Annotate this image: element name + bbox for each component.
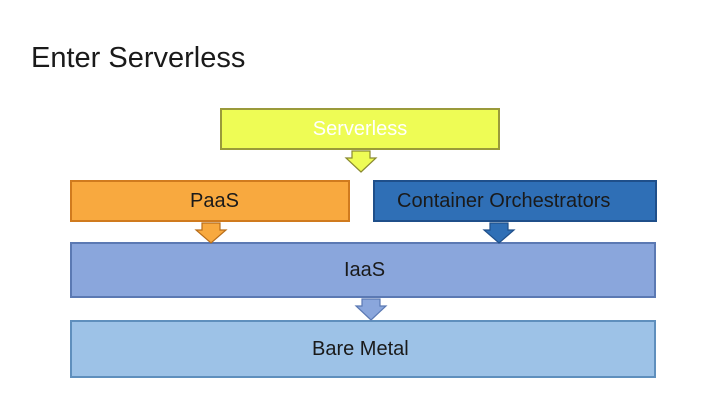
iaas-down-arrow-icon — [354, 298, 388, 321]
bare-metal-box: Bare Metal — [70, 320, 656, 378]
paas-down-arrow-icon — [194, 222, 228, 244]
slide-title: Enter Serverless — [31, 42, 246, 74]
paas-label: PaaS — [190, 190, 239, 212]
bare-metal-label: Bare Metal — [312, 338, 409, 360]
container-orchestrators-label: Container Orchestrators — [397, 190, 611, 212]
container-down-arrow-icon — [482, 222, 516, 244]
paas-box: PaaS — [70, 180, 350, 222]
container-orchestrators-box: Container Orchestrators — [373, 180, 657, 222]
serverless-down-arrow-icon — [344, 150, 378, 173]
serverless-box: Serverless — [220, 108, 500, 150]
iaas-box: IaaS — [70, 242, 656, 298]
serverless-label: Serverless — [312, 118, 408, 140]
iaas-label: IaaS — [344, 259, 386, 281]
